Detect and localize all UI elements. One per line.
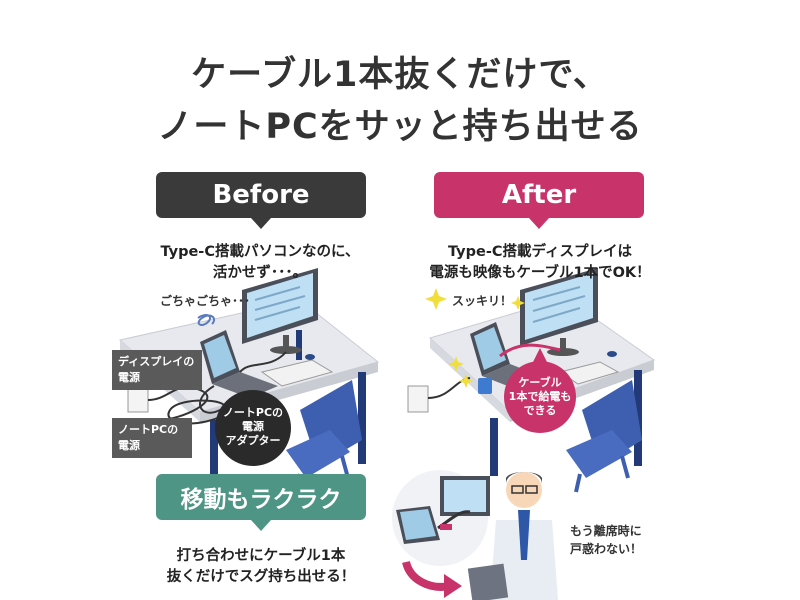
before-label: Before xyxy=(156,172,366,218)
before-label-tail xyxy=(251,218,271,229)
cable-badge xyxy=(504,361,576,433)
wall-outlet-icon xyxy=(407,385,429,413)
after-scene xyxy=(407,268,656,493)
arrow-icon xyxy=(444,574,462,598)
adapter-line1: ノートPCの xyxy=(222,406,284,419)
move-label: 移動もラクラク xyxy=(156,474,366,520)
notepc-power-label: ノートPCの 電源 xyxy=(112,418,192,458)
move-caption-line2: 抜くだけでスグ持ち出せる！ xyxy=(166,569,356,585)
move-caption: 打ち合わせにケーブル1本 抜くだけでスグ持ち出せる！ xyxy=(130,546,392,588)
adapter-badge xyxy=(215,390,291,466)
display-power-line1: ディスプレイの xyxy=(118,355,195,368)
adapter-line2: 電源 xyxy=(242,420,264,433)
speech-line2: 戸惑わない！ xyxy=(570,542,643,556)
speech-text: もう離席時に 戸惑わない！ xyxy=(570,522,642,558)
messy-text: ごちゃごちゃ･･･ xyxy=(160,294,251,308)
move-caption-line1: 打ち合わせにケーブル1本 xyxy=(176,548,346,564)
sparkle-icon xyxy=(425,288,447,310)
speech-line1: もう離席時に xyxy=(570,524,642,538)
display-power-label: ディスプレイの 電源 xyxy=(112,350,202,390)
after-label: After xyxy=(434,172,644,218)
mug-icon xyxy=(478,378,492,394)
headline-line1: ケーブル1本抜くだけで、 xyxy=(191,55,609,95)
after-label-text: After xyxy=(501,180,577,210)
sparkle-icon xyxy=(459,374,473,388)
cable-line1: ケーブル xyxy=(518,376,562,389)
cable-line3: できる xyxy=(523,404,557,417)
before-caption-line2: 活かせず･･･。 xyxy=(212,265,308,281)
adapter-line3: アダプター xyxy=(225,434,281,447)
before-label-text: Before xyxy=(212,180,310,210)
adapter-label: ノートPCの 電源 アダプター xyxy=(215,406,291,448)
cable-line2: 1本で給電も xyxy=(508,390,572,403)
notepc-power-line1: ノートPCの xyxy=(118,423,179,436)
sparkle-icon xyxy=(448,356,464,372)
move-label-tail xyxy=(251,520,271,531)
move-scene xyxy=(392,470,558,600)
after-caption: Type-C搭載ディスプレイは 電源も映像もケーブル1本でOK！ xyxy=(410,242,670,284)
move-label-text: 移動もラクラク xyxy=(180,487,342,513)
before-caption-line1: Type-C搭載パソコンなのに、 xyxy=(160,244,360,260)
businessman-icon xyxy=(467,472,558,600)
after-caption-line1: Type-C搭載ディスプレイは xyxy=(448,244,632,260)
sparkle-icon xyxy=(511,296,525,310)
display-power-line2: 電源 xyxy=(118,371,140,384)
after-caption-line2: 電源も映像もケーブル1本でOK！ xyxy=(429,265,651,281)
after-label-tail xyxy=(529,218,549,229)
cable-label: ケーブル 1本で給電も できる xyxy=(504,376,576,418)
headline-line2: ノートPCをサッと持ち出せる xyxy=(157,107,643,147)
before-caption: Type-C搭載パソコンなのに、 活かせず･･･。 xyxy=(140,242,380,284)
clean-text: スッキリ！ xyxy=(452,294,513,308)
notepc-power-line2: 電源 xyxy=(118,439,140,452)
